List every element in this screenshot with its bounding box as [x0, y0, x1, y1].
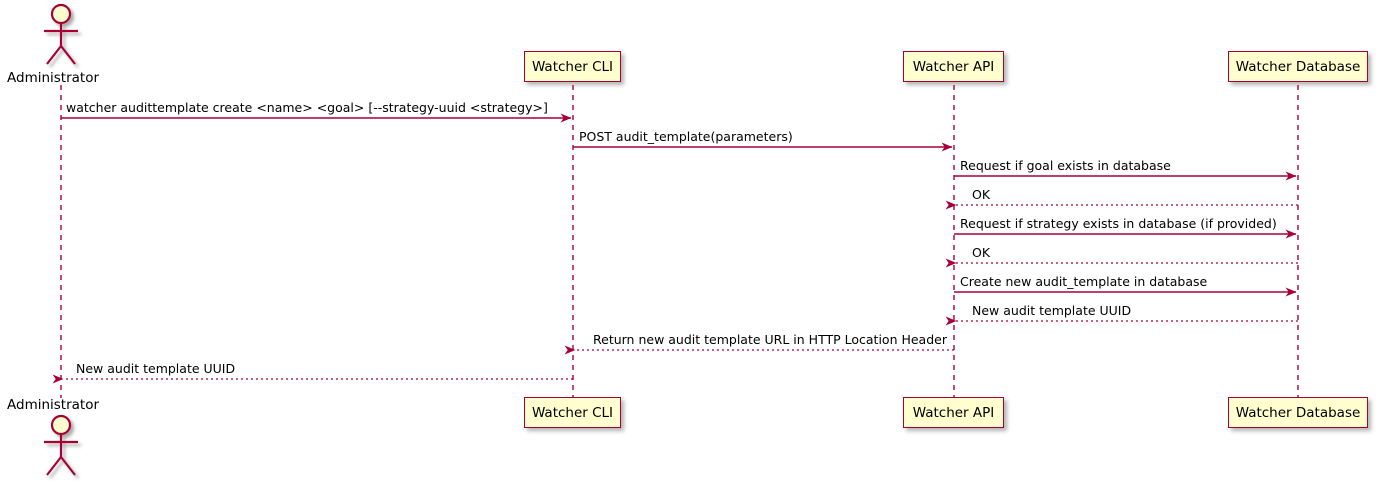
message-label-4: OK [972, 187, 991, 202]
actor-label-administrator-top: Administrator [7, 70, 100, 86]
participant-box-database-top[interactable]: Watcher Database [1228, 51, 1368, 82]
participant-box-api-bottom[interactable]: Watcher API [903, 397, 1004, 428]
actor-administrator-top [44, 3, 78, 65]
message-label-6: OK [972, 245, 991, 260]
actor-administrator-bottom [44, 414, 78, 476]
participant-box-api-top[interactable]: Watcher API [903, 51, 1004, 82]
message-label-7: Create new audit_template in database [960, 274, 1208, 289]
participant-box-cli-top[interactable]: Watcher CLI [524, 51, 621, 82]
participant-box-cli-bottom[interactable]: Watcher CLI [524, 397, 621, 428]
message-label-3: Request if goal exists in database [960, 158, 1171, 173]
message-label-10: New audit template UUID [76, 361, 236, 376]
participant-label-cli-top: Watcher CLI [531, 58, 614, 75]
message-arrows [52, 113, 1298, 384]
actor-label-administrator-bottom: Administrator [7, 397, 100, 413]
participant-label-database-bottom: Watcher Database [1235, 404, 1361, 421]
message-label-1: watcher audittemplate create <name> <goa… [66, 100, 548, 115]
message-label-9: Return new audit template URL in HTTP Lo… [593, 332, 947, 347]
message-label-8: New audit template UUID [972, 303, 1132, 318]
message-label-5: Request if strategy exists in database (… [960, 216, 1277, 231]
participant-label-api-top: Watcher API [912, 58, 995, 75]
participant-label-api-bottom: Watcher API [912, 404, 995, 421]
participant-box-database-bottom[interactable]: Watcher Database [1228, 397, 1368, 428]
participant-label-cli-bottom: Watcher CLI [531, 404, 614, 421]
participant-label-database-top: Watcher Database [1235, 58, 1361, 75]
message-label-2: POST audit_template(parameters) [579, 129, 793, 144]
